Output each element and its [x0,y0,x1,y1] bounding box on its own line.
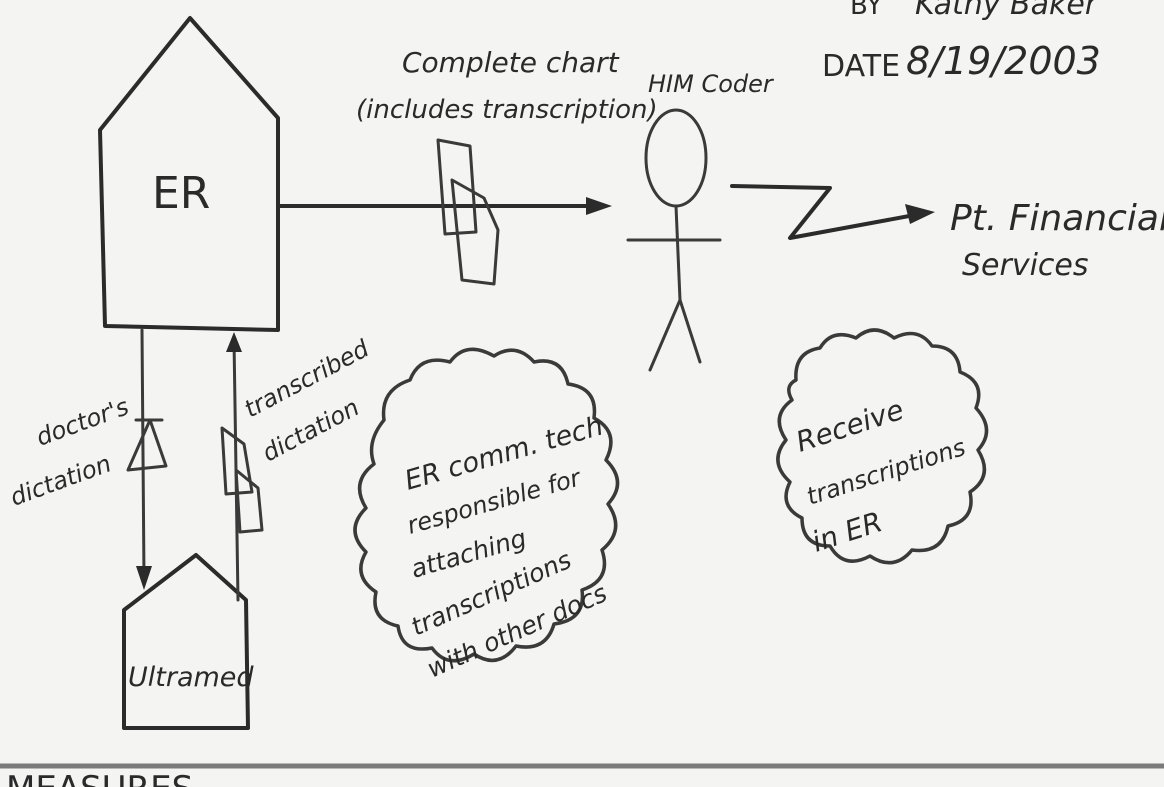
chart-document-icon-2 [450,178,500,286]
dictation-flow: doctor's dictation [6,328,168,590]
arrowhead-down-icon [136,566,152,590]
measures-heading: MEASURES [6,769,193,787]
person-head-icon [644,108,708,208]
by-label: BY [850,0,882,21]
er-label: ER [152,168,210,219]
financial-services-label: Pt. Financial [950,198,1164,239]
ultramed-house-shape [122,553,250,730]
arrowhead-right-icon-2 [905,204,935,224]
transcription-document-icon-2 [234,468,264,534]
er-comm-tech-cloud: ER comm. tech responsible for attaching … [353,347,620,683]
tape-triangle-icon [126,418,168,472]
complete-chart-sublabel: (includes transcription) [356,95,658,125]
person-body [674,204,682,302]
chart-document-icon [436,138,478,236]
cloud-shape-2 [776,328,989,565]
er-to-coder-flow: Complete chart (includes transcription) [276,46,658,286]
ultramed-label: Ultramed [128,662,254,693]
er-house-shape [98,16,280,332]
him-coder-label: HIM Coder [648,70,775,98]
financial-services-label-2: Services [962,248,1089,283]
header: BY Kathy Baker DATE 8/19/2003 [822,0,1101,84]
dictation-line [140,328,146,580]
footer: MEASURES [0,763,1164,787]
coder-to-financial-flow: Pt. Financial Services [730,184,1164,283]
cloud-shape [353,347,620,663]
person-leg-right [678,298,702,364]
him-coder-actor: HIM Coder [626,70,775,372]
arrowhead-up-icon [226,332,242,352]
er-node: ER [98,16,280,332]
transcription-document-icon [220,426,254,496]
ultramed-node: Ultramed [122,553,254,730]
electronic-transfer-arrow [730,184,922,240]
receive-transcriptions-cloud: Receive transcriptions in ER [776,328,989,565]
doctors-dictation-label: doctor's [32,392,132,451]
by-name: Kathy Baker [915,0,1099,22]
complete-chart-label: Complete chart [402,46,620,79]
arrowhead-right-icon [586,197,612,215]
person-leg-left [648,298,682,372]
cloud-2-line-1: Receive [792,393,908,459]
cloud-2-line-3: in ER [808,505,886,559]
transcription-flow: transcribed dictation [220,332,374,602]
date-value: 8/19/2003 [906,39,1101,83]
doctors-dictation-label-2: dictation [6,449,114,511]
date-label: DATE [822,49,900,84]
